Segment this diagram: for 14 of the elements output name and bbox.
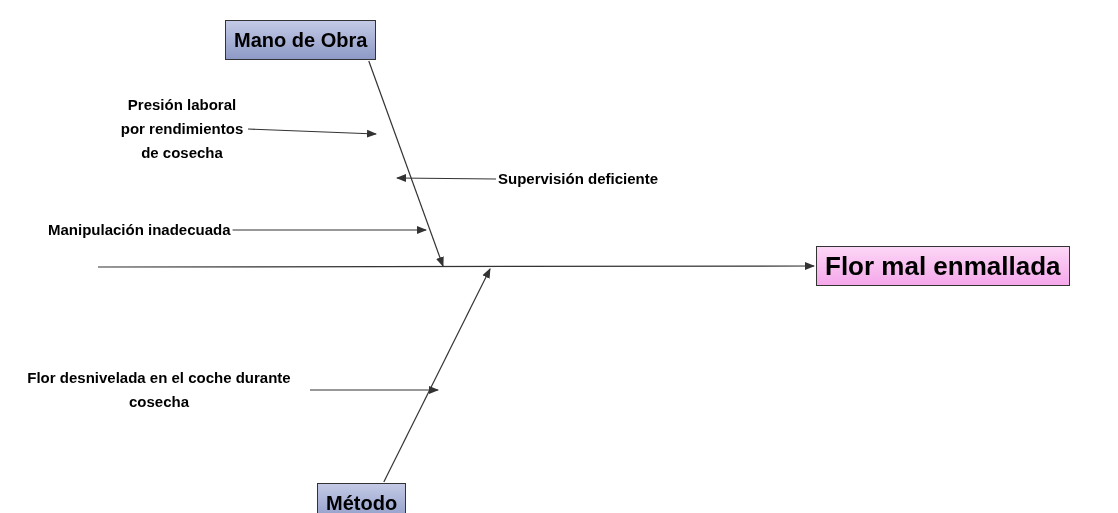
arrow [231, 226, 427, 234]
arrow [383, 268, 491, 483]
category-box: Mano de Obra [225, 20, 377, 60]
cause-label: Supervisión deficiente [498, 167, 659, 191]
cause-label: Flor desnivelada en el coche durante cosecha [10, 366, 308, 414]
arrow [368, 60, 444, 267]
cause-label: Presión laboral por rendimientos de cosecha [118, 93, 246, 165]
arrow [97, 262, 815, 270]
effect-box: Flor mal enmallada [816, 246, 1070, 286]
cause-label: Manipulación inadecuada [48, 220, 231, 240]
arrow [309, 386, 439, 394]
arrow [396, 174, 497, 183]
arrow [247, 128, 377, 138]
category-box: Método [317, 483, 407, 513]
